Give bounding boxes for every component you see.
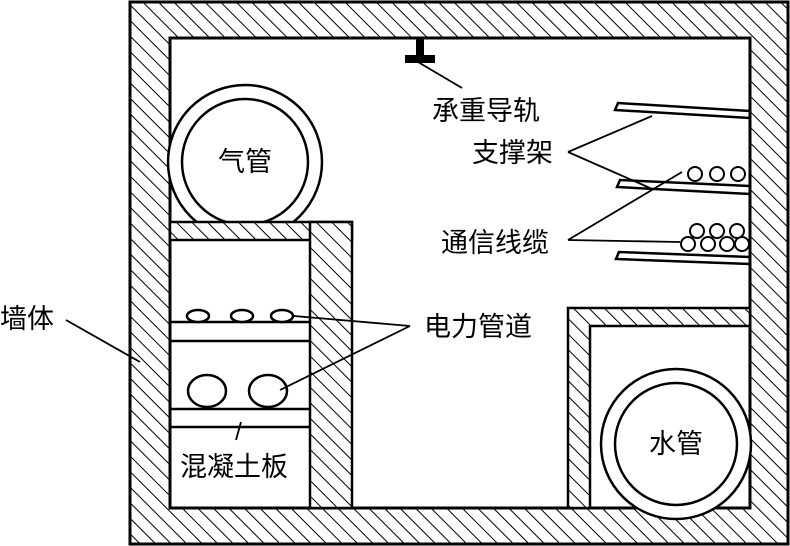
label-water-pipe: 水管: [649, 429, 703, 460]
water-pipe: [599, 367, 753, 521]
communication-cables: [680, 166, 750, 252]
rail-icon: [405, 38, 435, 63]
label-concrete-slab: 混凝土板: [180, 452, 288, 483]
label-gas-pipe: 气管: [218, 147, 272, 178]
label-cable: 通信线缆: [441, 228, 549, 259]
label-support: 支撑架: [472, 138, 553, 169]
power-shelves: [170, 320, 310, 429]
leader-lines: [65, 61, 683, 441]
label-power-duct: 电力管道: [424, 312, 532, 343]
power-duct-large: [186, 373, 289, 409]
label-rail: 承重导轨: [432, 96, 540, 127]
tunnel-wall: [128, 0, 790, 546]
water-pipe-enclosure: [566, 306, 752, 510]
label-wall: 墙体: [0, 304, 54, 335]
gas-pipe: [166, 83, 324, 241]
power-duct-small: [185, 308, 295, 324]
support-brackets: [613, 101, 751, 266]
